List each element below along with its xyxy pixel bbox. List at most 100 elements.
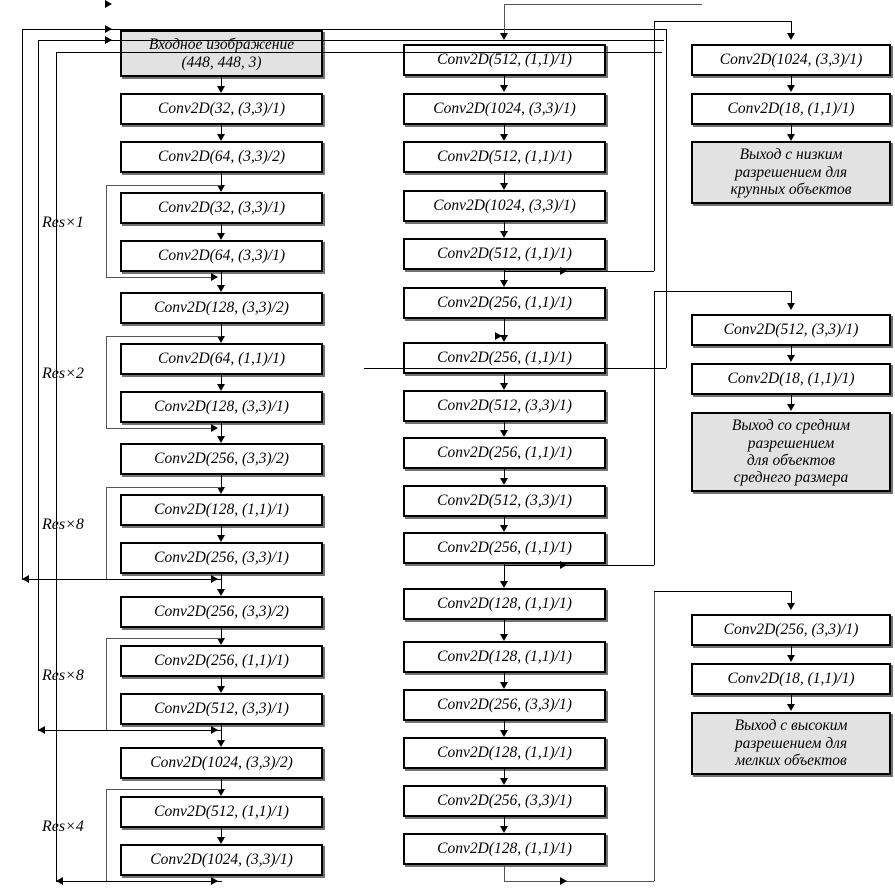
edge-L6-L7 [221,375,222,384]
edge-L12-L13 [221,677,222,686]
conv-block-l7: Conv2D(128, (3,3)/1) [120,391,323,423]
edge-M6-M7 [504,374,505,383]
skip-res5-top [106,789,221,790]
arrowhead [216,740,225,747]
tap-stage5-top [56,52,662,53]
tap-stage3-top [22,29,666,30]
arrowhead [495,331,502,340]
tap-stage3-riser [22,29,23,579]
arrowhead [216,789,225,796]
arrowhead [216,185,225,192]
branch-head1-riser [654,21,655,271]
conv-block-l11: Conv2D(256, (3,3)/2) [120,596,323,628]
conv-block-h1b: Conv2D(18, (1,1)/1) [691,93,891,125]
skip-res3-side [106,487,107,579]
edge-M15-M16 [504,817,505,826]
conv-block-m5: Conv2D(256, (1,1)/1) [403,287,606,319]
conv-block-l14: Conv2D(1024, (3,3)/2) [120,747,323,779]
arrowhead [216,86,225,93]
conv-block-l12: Conv2D(256, (1,1)/1) [120,645,323,677]
arrowhead [56,876,63,885]
edge-H2a-H2b [791,346,792,355]
arrowhead [499,634,508,641]
edge-L5-L6 [221,324,222,336]
residual-group-label-r2: Res×2 [42,365,84,382]
arrowhead [499,280,508,287]
arrowhead [211,272,218,281]
edge-L0-L1 [221,77,222,86]
arrowhead [786,85,795,92]
branch-head3-stub [504,865,505,881]
conv-block-m9: Conv2D(512, (3,3)/1) [403,485,606,517]
conv-block-l1: Conv2D(32, (3,3)/1) [120,93,323,125]
conv-block-l4: Conv2D(64, (3,3)/1) [120,240,323,272]
branch-head1-drop [791,21,792,33]
arrowhead [216,686,225,693]
arrowhead [499,778,508,785]
arrowhead [105,24,112,33]
conv-block-l2: Conv2D(64, (3,3)/2) [120,141,323,173]
arrowhead [786,303,795,310]
edge-L10-L11 [221,574,222,589]
branch-head3-top [654,591,791,592]
tap-stage4-out [38,730,222,731]
edge-H1a-H1b [791,76,792,85]
branch-head3-riser [654,591,655,881]
branch-head2-top [654,291,791,292]
arrowhead [499,525,508,532]
conv-block-m12: Conv2D(128, (1,1)/1) [403,641,606,673]
conv-block-l15: Conv2D(512, (1,1)/1) [120,796,323,828]
arrowhead [216,233,225,240]
conv-block-m1: Conv2D(1024, (3,3)/1) [403,93,606,125]
edge-L4-L5 [221,272,222,285]
edge-L1-L2 [221,125,222,134]
arrowhead [105,0,112,8]
branch-head3-drop [791,591,792,603]
conv-block-m15: Conv2D(256, (3,3)/1) [403,785,606,817]
conv-block-m16: Conv2D(128, (1,1)/1) [403,833,606,865]
edge-H1b-H1c [791,125,792,134]
conv-block-l5: Conv2D(128, (3,3)/2) [120,292,323,324]
branch-head2 [504,565,654,566]
conv-block-m2: Conv2D(512, (1,1)/1) [403,141,606,173]
arrowhead [216,535,225,542]
residual-group-label-r1: Res×1 [42,214,84,231]
edge-M0-M1 [504,76,505,85]
conv-block-m4: Conv2D(512, (1,1)/1) [403,238,606,270]
edge-M10-M11 [504,564,505,581]
edge-M9-M10 [504,517,505,525]
arrowhead [786,404,795,411]
arrowhead [786,704,795,711]
skip-res2-side [106,336,107,428]
conv-block-h1a: Conv2D(1024, (3,3)/1) [691,44,891,76]
conv-block-l13: Conv2D(512, (3,3)/1) [120,693,323,725]
conv-block-m8: Conv2D(256, (1,1)/1) [403,437,606,469]
arrowhead [216,285,225,292]
edge-H3a-H3b [791,646,792,655]
arrowhead [216,436,225,443]
conv-block-l10: Conv2D(256, (3,3)/1) [120,542,323,574]
edge-L8-L9 [221,475,222,487]
residual-group-label-r5: Res×4 [42,818,84,835]
tap-stage3-out [22,579,222,580]
tap-stage5-out [56,881,222,882]
conv-block-h2b: Conv2D(18, (1,1)/1) [691,363,891,395]
arrowhead [105,35,112,44]
arrowhead [499,581,508,588]
conv-block-m7: Conv2D(512, (3,3)/1) [403,390,606,422]
conv-block-h3a: Conv2D(256, (3,3)/1) [691,614,891,646]
skip-res1-top [106,185,221,186]
arrowhead [499,231,508,238]
arrowhead [786,355,795,362]
conv-block-m6: Conv2D(256, (1,1)/1) [403,342,606,374]
skip-res3-top [106,487,221,488]
edge-M13-M14 [504,721,505,730]
arrowhead [216,638,225,645]
edge-M5-M6 [504,319,505,335]
branch-head3 [504,881,654,882]
skip-res1-side [106,185,107,277]
edge-M8-M9 [504,469,505,478]
arrowhead [216,487,225,494]
arrowhead [211,423,218,432]
edge-L14-L15 [221,779,222,789]
